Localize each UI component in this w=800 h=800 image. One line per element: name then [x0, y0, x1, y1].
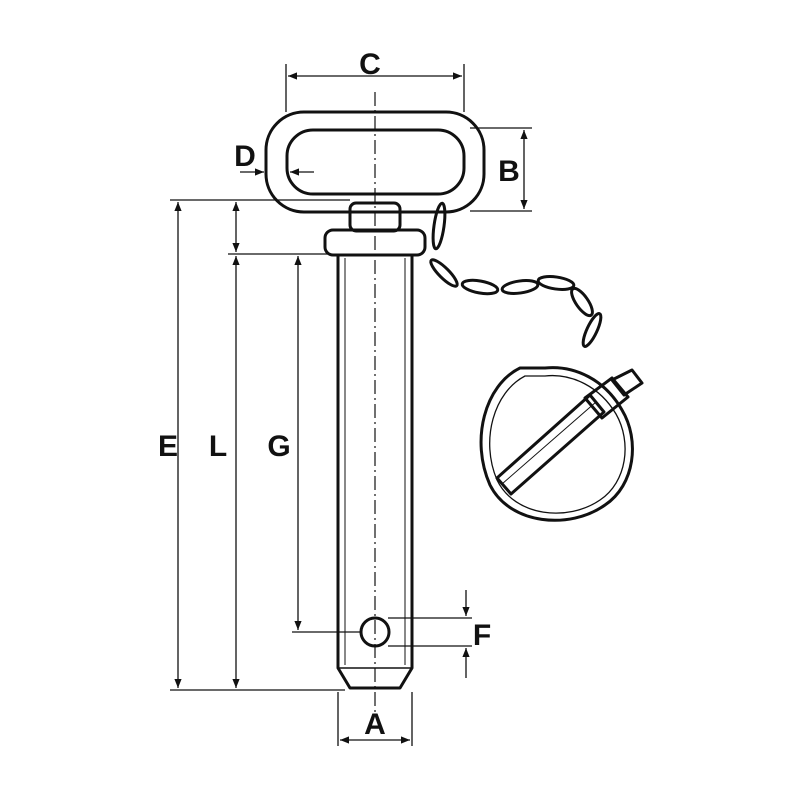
dimension-a: A [337, 692, 413, 746]
dimension-b: B [470, 127, 532, 212]
linch-pin [479, 366, 644, 522]
label-e: E [158, 430, 178, 463]
chain [429, 201, 603, 348]
dimension-l: L [209, 202, 330, 688]
label-c: C [359, 48, 381, 81]
dimension-f: F [388, 590, 491, 678]
label-a: A [364, 708, 386, 741]
label-d: D [234, 140, 256, 173]
dimension-e: E [158, 199, 350, 691]
dimension-d: D [234, 140, 314, 176]
label-f: F [473, 619, 491, 652]
dimension-g: G [267, 256, 362, 633]
label-g: G [267, 430, 290, 463]
label-l: L [209, 430, 227, 463]
label-b: B [498, 155, 520, 188]
dimension-c: C [285, 48, 465, 112]
